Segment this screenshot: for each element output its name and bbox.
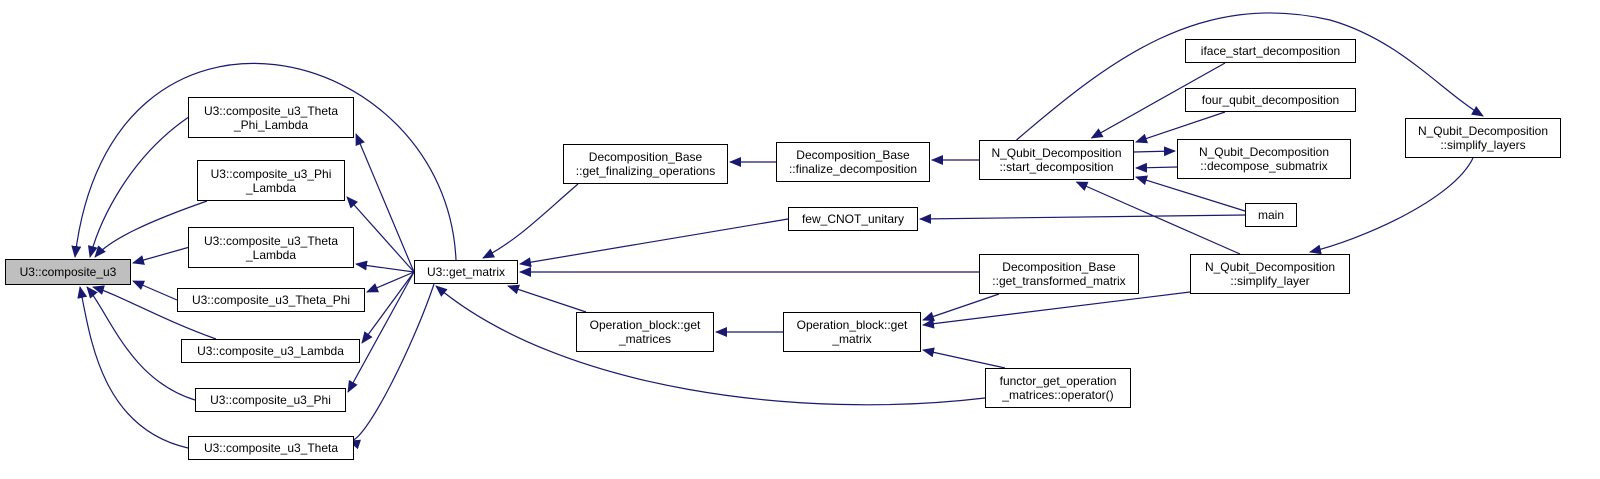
edge-get_matrix-to-cu3_l <box>361 271 415 344</box>
node-n-qubit-decomposition-simplify-layer[interactable]: N_Qubit_Decomposition ::simplify_layer <box>1190 254 1350 294</box>
edge-ob_gms-to-get_matrix <box>507 284 587 313</box>
edge-db_gfo-to-get_matrix <box>482 183 579 259</box>
edge-nqd_sd-to-nqd_sls <box>1016 12 1484 141</box>
edge-cu3_p-to-composite_u3 <box>86 286 196 401</box>
edge-functor-to-get_matrix <box>435 285 986 406</box>
edge-nqd_sls-to-nqd_sl <box>1309 157 1474 255</box>
edge-main-to-nqd_sd <box>1135 175 1246 212</box>
node-n-qubit-decomposition-simplify-layers[interactable]: N_Qubit_Decomposition ::simplify_layers <box>1405 118 1561 158</box>
node-u3-composite-u3-lambda[interactable]: U3::composite_u3_Lambda <box>181 339 360 363</box>
edge-get_matrix-to-cu3_tl <box>355 260 415 273</box>
edge-functor-to-ob_gm <box>922 347 1006 369</box>
node-four-qubit-decomposition[interactable]: four_qubit_decomposition <box>1185 88 1356 112</box>
edge-get_matrix-to-composite_u3 <box>71 62 457 261</box>
node-u3-composite-u3-phi-lambda[interactable]: U3::composite_u3_Phi _Lambda <box>197 160 345 201</box>
edge-cu3_l-to-composite_u3 <box>92 285 217 340</box>
edge-main-to-few_cnot <box>919 213 1246 224</box>
node-main[interactable]: main <box>1245 203 1297 227</box>
edge-get_matrix-to-cu3_tpl <box>355 133 415 273</box>
edge-cu3_tpl-to-composite_u3 <box>87 117 189 258</box>
edge-few_cnot-to-get_matrix <box>519 218 789 268</box>
edge-get_matrix-to-cu3_pl <box>346 196 415 273</box>
node-operation-block-get-matrix[interactable]: Operation_block::get _matrix <box>783 312 921 352</box>
edge-nqd_ds-to-nqd_sd <box>1135 162 1178 173</box>
edge-cu3_pl-to-composite_u3 <box>94 200 208 258</box>
node-operation-block-get-matrices[interactable]: Operation_block::get _matrices <box>576 312 714 352</box>
edge-db_gtm-to-ob_gm <box>922 293 1000 322</box>
edge-nqd_sd-to-nqd_ds <box>1133 146 1176 157</box>
node-decomposition-base-finalize-decomposition[interactable]: Decomposition_Base ::finalize_decomposit… <box>776 142 930 182</box>
edge-get_matrix-to-cu3_t <box>348 283 435 450</box>
node-n-qubit-decomposition-decompose-submatrix[interactable]: N_Qubit_Decomposition ::decompose_submat… <box>1177 139 1351 179</box>
node-u3-composite-u3-theta-phi[interactable]: U3::composite_u3_Theta_Phi <box>177 288 365 312</box>
edge-get_matrix-to-cu3_p <box>347 271 415 393</box>
edge-get_matrix-to-cu3_tp <box>366 271 415 293</box>
edge-cu3_tl-to-composite_u3 <box>132 246 189 265</box>
edge-layer <box>71 12 1484 450</box>
edge-iface-to-nqd_sd <box>1090 62 1226 139</box>
edge-nqd_sl-to-ob_gm <box>922 291 1191 329</box>
node-u3-composite-u3-theta-lambda[interactable]: U3::composite_u3_Theta _Lambda <box>188 227 354 268</box>
edge-cu3_t-to-composite_u3 <box>77 286 189 449</box>
edge-fqd-to-nqd_sd <box>1135 111 1226 144</box>
node-u3-composite-u3: U3::composite_u3 <box>5 259 131 285</box>
node-decomposition-base-get-finalizing-operations[interactable]: Decomposition_Base ::get_finalizing_oper… <box>563 144 728 184</box>
node-u3-composite-u3-theta[interactable]: U3::composite_u3_Theta <box>188 436 354 460</box>
node-u3-composite-u3-phi[interactable]: U3::composite_u3_Phi <box>195 388 346 412</box>
node-u3-composite-u3-theta-phi-lambda[interactable]: U3::composite_u3_Theta _Phi_Lambda <box>188 97 354 138</box>
node-decomposition-base-get-transformed-matrix[interactable]: Decomposition_Base ::get_transformed_mat… <box>979 254 1139 294</box>
node-functor-get-operation-matrices-operator[interactable]: functor_get_operation _matrices::operato… <box>985 368 1131 408</box>
node-iface-start-decomposition[interactable]: iface_start_decomposition <box>1185 39 1356 63</box>
edge-nqd_sl-to-nqd_sd <box>1075 181 1241 255</box>
edge-cu3_tp-to-composite_u3 <box>132 280 178 301</box>
node-n-qubit-decomposition-start-decomposition[interactable]: N_Qubit_Decomposition ::start_decomposit… <box>979 140 1134 180</box>
node-few-cnot-unitary[interactable]: few_CNOT_unitary <box>788 207 918 231</box>
node-u3-get-matrix[interactable]: U3::get_matrix <box>414 260 518 284</box>
